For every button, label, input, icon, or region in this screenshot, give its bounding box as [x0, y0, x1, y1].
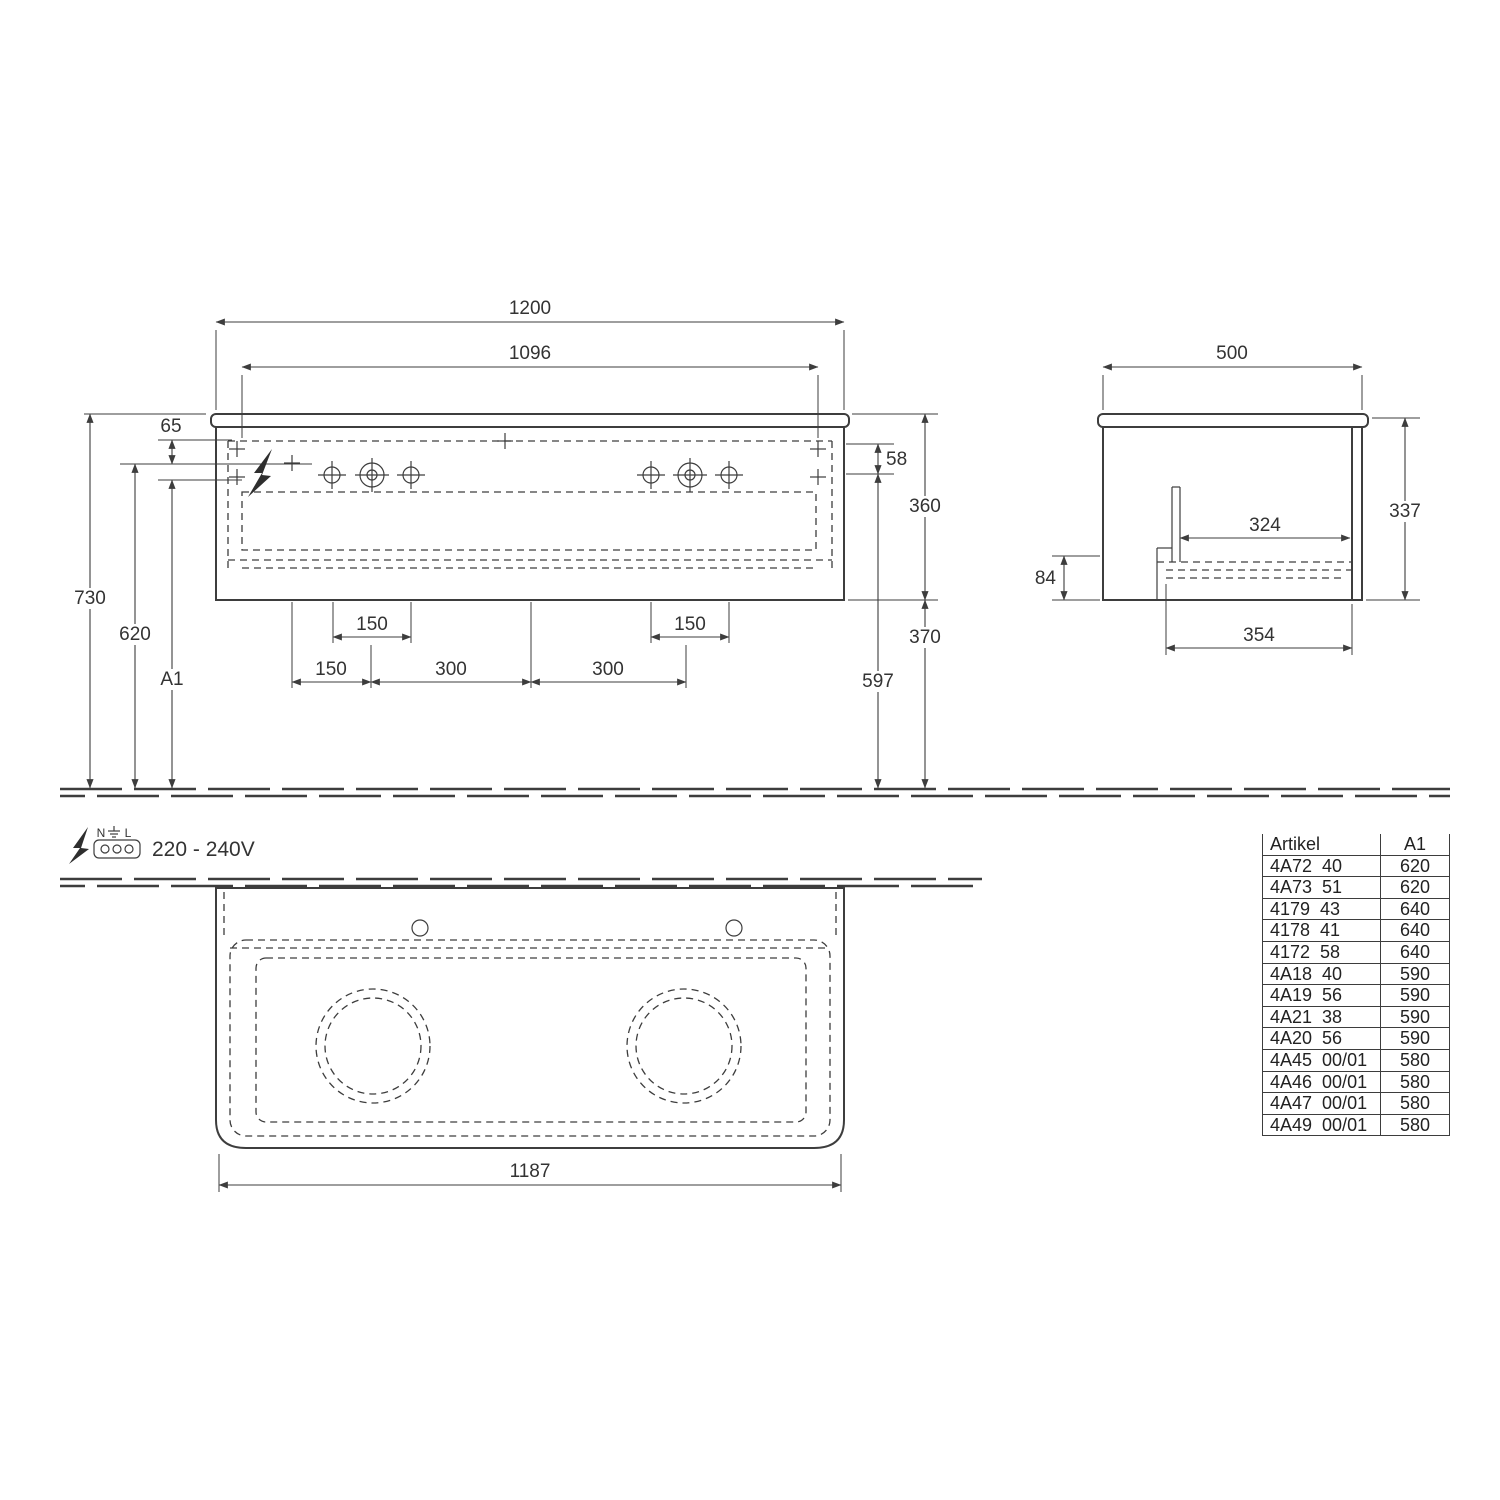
faucet-hole-marks-right	[637, 458, 743, 492]
artikel-cell: 4179 43	[1270, 898, 1341, 919]
basin-cutout-left	[315, 988, 431, 1104]
a1-cell: 590	[1380, 1006, 1449, 1028]
a1-cell: 620	[1380, 877, 1449, 899]
dim-height-a1: A1	[160, 669, 183, 690]
floor-hatch	[60, 787, 1450, 798]
front-view	[120, 413, 850, 601]
countertop-front	[210, 413, 850, 428]
cabinet-side	[1102, 427, 1363, 601]
a1-cell: 590	[1380, 963, 1449, 985]
power-bolt-icon	[248, 449, 272, 497]
artikel-cell: 4A18 40	[1270, 963, 1343, 984]
dim-depth-drawer: 354	[1243, 625, 1275, 646]
artikel-row: 4A72 40 620	[1263, 855, 1449, 878]
electrical-symbol: N L 220 - 240V	[69, 826, 255, 864]
artikel-cell: 4A45 00/01	[1270, 1049, 1368, 1070]
label-neutral: N	[97, 826, 106, 840]
artikel-cell: 4A20 56	[1270, 1028, 1343, 1049]
artikel-cell: 4A46 00/01	[1270, 1071, 1368, 1092]
header-a1: A1	[1380, 834, 1449, 855]
artikel-table-body: 4A72 40 620 4A73 51 620 4179 43 640 4178 41 640…	[1263, 855, 1449, 1137]
header-artikel: Artikel	[1270, 834, 1321, 854]
ground-icon	[108, 826, 120, 838]
dim-hole-spacing-left: 150	[356, 614, 388, 635]
dim-width-inner: 1096	[509, 343, 551, 364]
a1-cell: 640	[1380, 898, 1449, 920]
artikel-cell: 4172 58	[1270, 941, 1341, 962]
artikel-table-header: Artikel A1	[1263, 834, 1449, 856]
artikel-row: 4A19 56 590	[1263, 985, 1449, 1007]
side-view: 500 337 324 84 354	[1035, 343, 1427, 655]
dim-offset-top: 65	[160, 416, 181, 437]
artikel-row: 4A46 00/01 580	[1263, 1071, 1449, 1094]
bolt-icon	[69, 827, 89, 864]
artikel-cell: 4178 41	[1270, 920, 1341, 941]
dim-width-total: 1200	[509, 298, 551, 319]
artikel-cell: 4A72 40	[1270, 855, 1343, 876]
a1-cell: 580	[1380, 1093, 1449, 1115]
artikel-row: 4A49 00/01 580	[1263, 1114, 1449, 1137]
artikel-cell: 4A49 00/01	[1270, 1114, 1368, 1135]
artikel-row: 4A20 56 590	[1263, 1028, 1449, 1050]
countertop-side	[1097, 413, 1369, 428]
artikel-row: 4A73 51 620	[1263, 877, 1449, 899]
dim-plan-width: 1187	[510, 1161, 551, 1182]
dim-clearance-below: 370	[909, 627, 941, 648]
artikel-row: 4A47 00/01 580	[1263, 1093, 1449, 1115]
artikel-cell: 4A47 00/01	[1270, 1093, 1368, 1114]
artikel-row: 4179 43 640	[1263, 898, 1449, 921]
artikel-cell: 4A19 56	[1270, 985, 1343, 1006]
dim-outlet-offset: 150	[315, 659, 347, 680]
dim-offset-hole: 58	[886, 449, 907, 470]
wall-hatch	[60, 877, 982, 888]
dim-hole-spacing-right: 150	[674, 614, 706, 635]
dowel-hole-right	[725, 919, 743, 937]
artikel-row: 4172 58 640	[1263, 941, 1449, 964]
dim-basin-spacing-left: 300	[435, 659, 467, 680]
dim-depth-total: 500	[1216, 343, 1248, 364]
artikel-cell: 4A21 38	[1270, 1006, 1343, 1027]
dim-height-siphon: 597	[862, 671, 894, 692]
a1-cell: 580	[1380, 1049, 1449, 1071]
a1-cell: 590	[1380, 1028, 1449, 1050]
dim-height-total: 730	[74, 588, 106, 609]
artikel-row: 4A21 38 590	[1263, 1006, 1449, 1029]
voltage-label: 220 - 240V	[152, 838, 255, 861]
socket-icon	[93, 839, 141, 859]
dim-side-height: 337	[1389, 501, 1421, 522]
artikel-table: Artikel A1 4A72 40 620 4A73 51 620 4179 43 64…	[1262, 834, 1450, 1137]
a1-cell: 580	[1380, 1114, 1449, 1136]
artikel-row: 4A45 00/01 580	[1263, 1049, 1449, 1072]
a1-cell: 580	[1380, 1071, 1449, 1093]
a1-cell: 620	[1380, 855, 1449, 877]
faucet-hole-marks-left	[318, 458, 425, 492]
a1-cell: 590	[1380, 985, 1449, 1007]
plan-view: 1187	[215, 887, 845, 1192]
dim-height-gap: 84	[1035, 568, 1057, 589]
a1-cell: 640	[1380, 941, 1449, 963]
dim-height-outlet: 620	[119, 624, 151, 645]
basin-cutout-right	[626, 988, 742, 1104]
artikel-row: 4A18 40 590	[1263, 963, 1449, 986]
mounting-cross-marks	[229, 433, 826, 485]
dim-basin-spacing-right: 300	[592, 659, 624, 680]
cabinet-front	[215, 426, 845, 601]
dim-depth-inner: 324	[1249, 515, 1281, 536]
front-dimensions: 1200 1096 65 730 620 A1 58 597 360 370	[68, 298, 947, 789]
dim-height-body: 360	[909, 496, 941, 517]
a1-cell: 640	[1380, 920, 1449, 942]
dowel-hole-left	[411, 919, 429, 937]
cabinet-plan	[215, 887, 845, 1149]
artikel-cell: 4A73 51	[1270, 877, 1343, 898]
artikel-row: 4178 41 640	[1263, 920, 1449, 942]
label-line: L	[125, 826, 132, 840]
